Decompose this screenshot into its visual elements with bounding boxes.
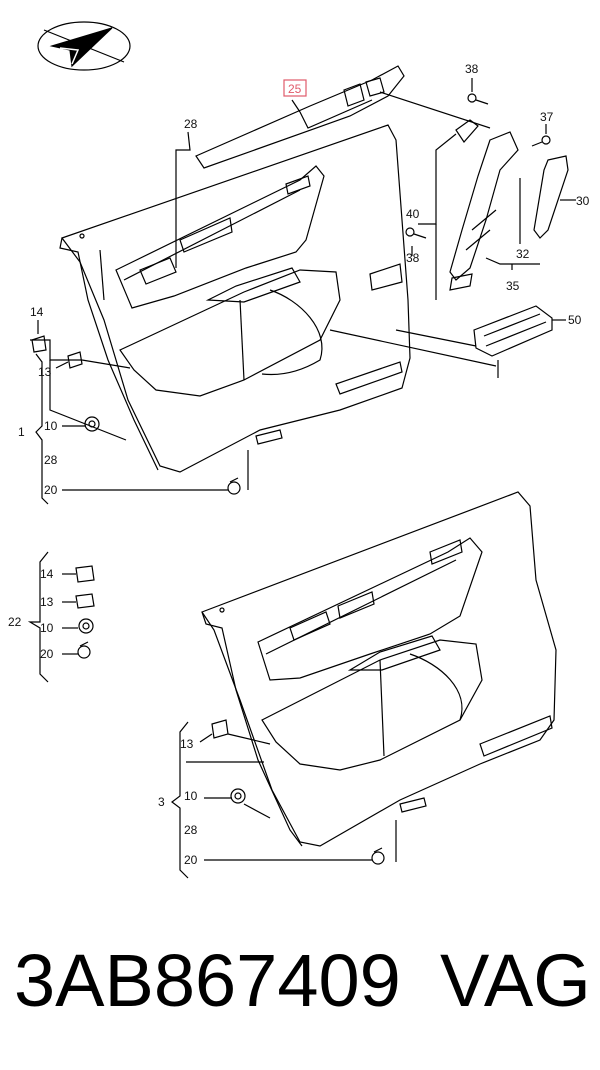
- label-13-lower: 13: [180, 737, 194, 751]
- clip-13-lower: [211, 719, 229, 739]
- switch-module-part-50: [473, 305, 553, 357]
- label-3: 3: [158, 795, 165, 809]
- screw-38-bottom: [405, 227, 427, 239]
- screw-38-top: [467, 93, 489, 105]
- label-20-upper: 20: [44, 483, 58, 497]
- lower-door-panel: [201, 491, 557, 847]
- label-10-lower: 10: [184, 789, 198, 803]
- door-trim-diagram: 38 37 25 28 30 40 38 32 35 50 14 13 1 10…: [8, 21, 590, 879]
- label-35: 35: [506, 279, 520, 293]
- label-20-lower: 20: [184, 853, 198, 867]
- label-28-top: 28: [184, 117, 198, 131]
- brand-logo: [37, 21, 131, 71]
- armrest-trim-part-25: [195, 65, 405, 169]
- clip-14-lower-set: [75, 565, 95, 583]
- label-32: 32: [516, 247, 530, 261]
- screw-37: [531, 135, 551, 147]
- callout-labels: 38 37 25 28 30 40 38 32 35 50 14 13 1 10…: [8, 62, 590, 867]
- label-40: 40: [406, 207, 420, 221]
- label-50: 50: [568, 313, 582, 327]
- label-28-upper: 28: [44, 453, 58, 467]
- callout-25-highlight: [283, 79, 307, 97]
- part-number: 3AB867409: [14, 939, 401, 1022]
- label-14-set: 14: [40, 567, 54, 581]
- label-28-lower: 28: [184, 823, 198, 837]
- label-20-set: 20: [40, 647, 54, 661]
- label-14-upper: 14: [30, 305, 44, 319]
- cover-part-30: [533, 155, 569, 239]
- label-38-bottom: 38: [406, 251, 420, 265]
- label-37: 37: [540, 110, 554, 124]
- brand-name: VAG: [440, 939, 591, 1022]
- label-38-top: 38: [465, 62, 479, 76]
- label-1: 1: [18, 425, 25, 439]
- label-30: 30: [576, 194, 590, 208]
- label-13-set: 13: [40, 595, 54, 609]
- handle-bracket-part-35: [449, 119, 519, 291]
- clip-14-upper: [31, 335, 47, 353]
- clip-20-lower-set: [77, 641, 91, 659]
- label-25: 25: [288, 82, 302, 96]
- label-22: 22: [8, 615, 22, 629]
- label-13-upper: 13: [38, 365, 52, 379]
- clip-13-lower-set: [75, 593, 95, 609]
- label-10-upper: 10: [44, 419, 58, 433]
- clip-20-upper: [227, 477, 241, 495]
- upper-door-panel: [59, 124, 411, 473]
- clip-13-upper: [67, 351, 83, 369]
- label-10-set: 10: [40, 621, 54, 635]
- clip-10-lower: [230, 788, 246, 804]
- clip-20-lower: [371, 847, 385, 865]
- clip-10-lower-set: [78, 618, 94, 634]
